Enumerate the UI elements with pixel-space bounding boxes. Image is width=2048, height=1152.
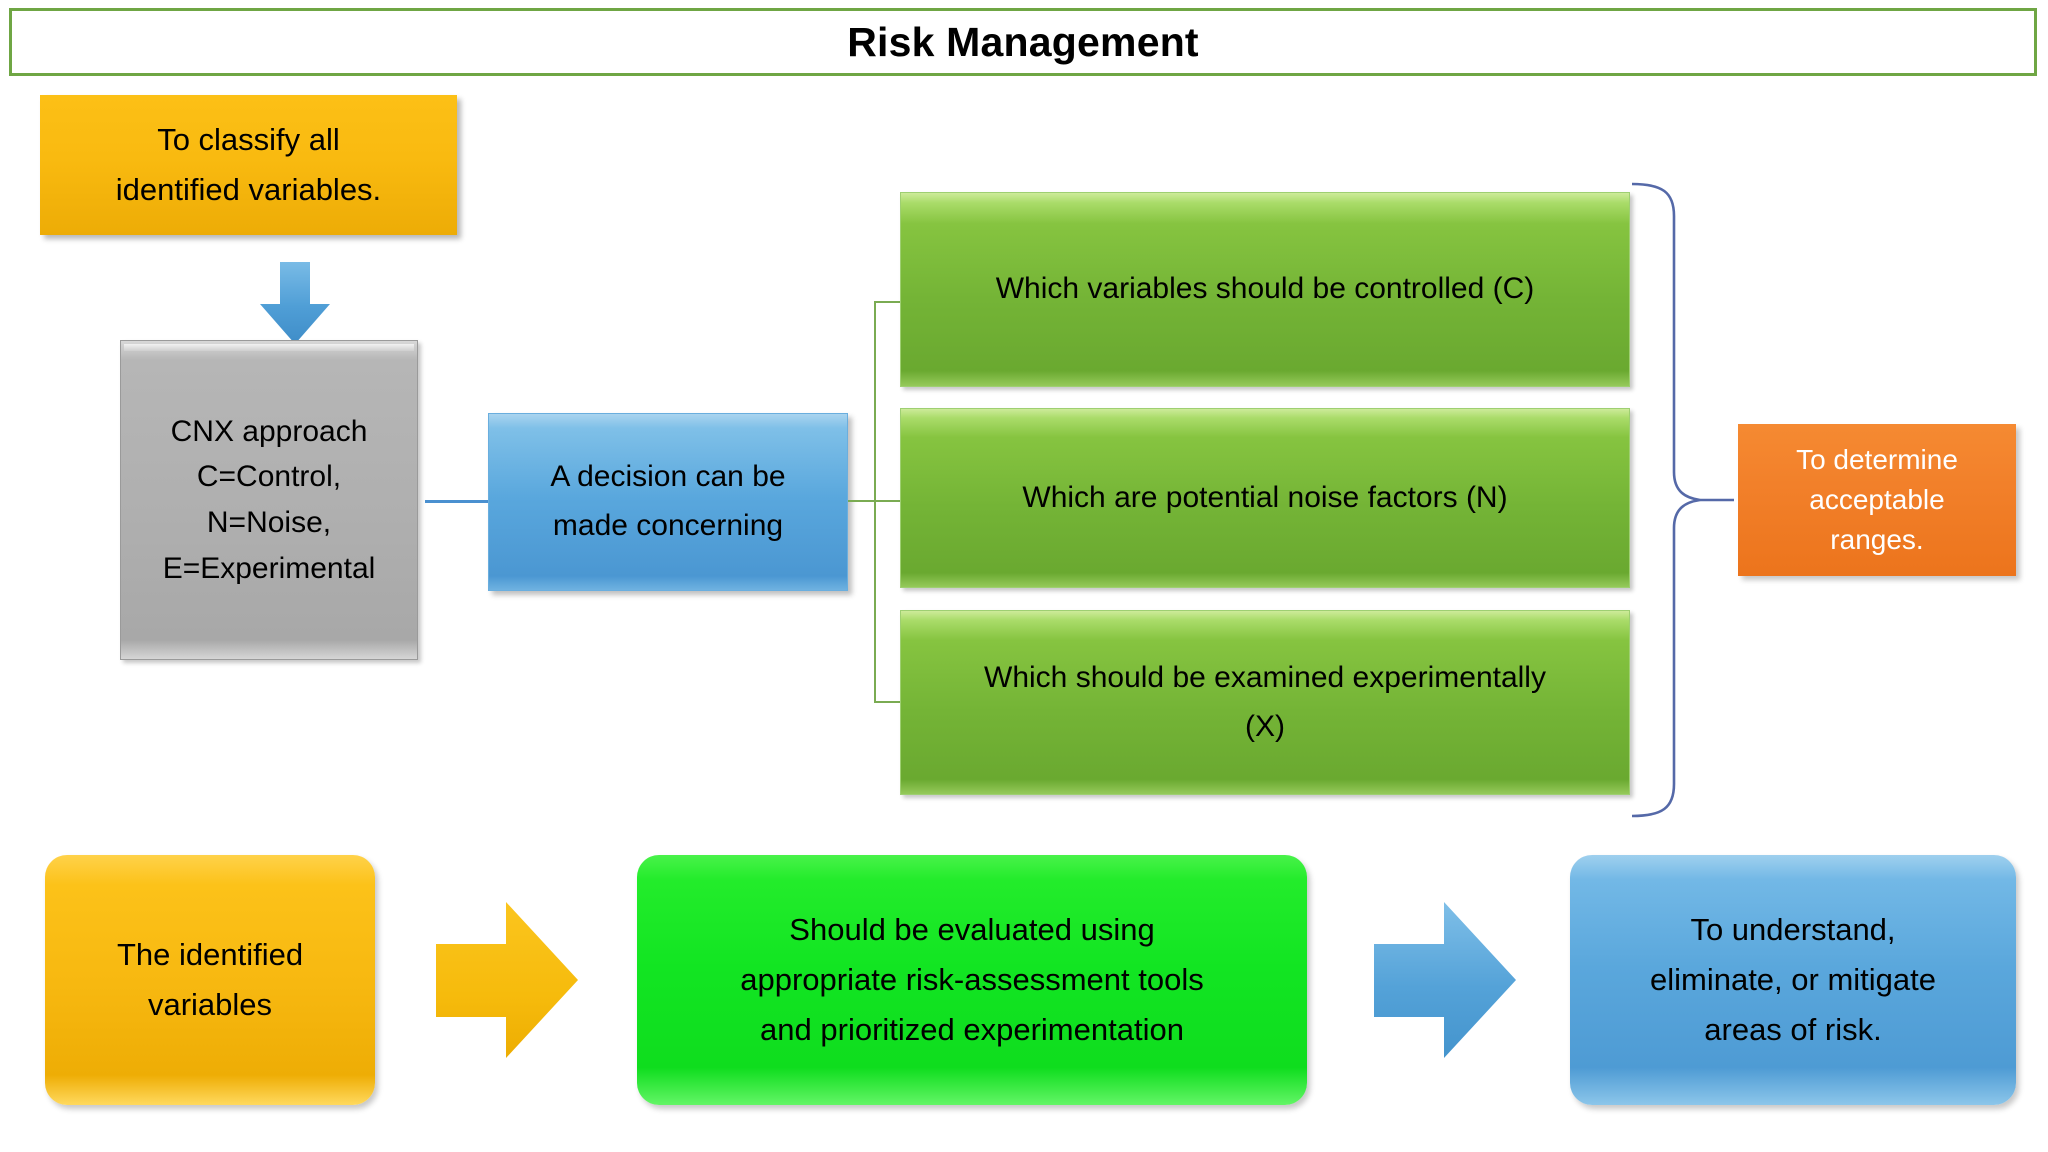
understand-line-3: areas of risk.: [1704, 1012, 1882, 1048]
cnx-line-2: C=Control,: [196, 460, 342, 494]
understand-line-1: To understand,: [1690, 911, 1896, 947]
decision-line-2: made concerning: [552, 509, 784, 542]
option-box-controlled: Which variables should be controlled (C): [900, 192, 1630, 387]
classify-line-2: identified variables.: [115, 172, 382, 207]
evaluate-line-3: and prioritized experimentation: [760, 1012, 1184, 1048]
arrow-right-icon-2: [1374, 902, 1516, 1058]
option-3-line-1: Which should be examined experimentally: [984, 660, 1546, 694]
identified-line-2: variables: [147, 987, 273, 1022]
option-box-noise: Which are potential noise factors (N): [900, 408, 1630, 588]
connector-decision-stub: [848, 500, 880, 502]
decision-line-1: A decision can be: [550, 460, 786, 494]
outcome-line-3: ranges.: [1830, 523, 1924, 555]
evaluate-tools-box: Should be evaluated using appropriate ri…: [637, 855, 1307, 1105]
understand-line-2: eliminate, or mitigate: [1649, 961, 1936, 997]
cnx-line-3: N=Noise,: [206, 506, 332, 539]
classify-variables-box: To classify all identified variables.: [40, 95, 457, 235]
arrow-down-icon: [260, 262, 330, 344]
connector-branch-bottom: [874, 701, 902, 703]
option-2-line-1: Which are potential noise factors (N): [1022, 480, 1508, 514]
outcome-line-1: To determine: [1796, 444, 1958, 476]
option-3-line-2: (X): [1245, 709, 1285, 743]
cnx-line-1: CNX approach: [170, 414, 368, 448]
identified-line-1: The identified: [116, 936, 304, 972]
evaluate-line-1: Should be evaluated using: [789, 911, 1155, 947]
cnx-approach-box: CNX approach C=Control, N=Noise, E=Exper…: [120, 340, 418, 660]
connector-branch-top: [874, 301, 902, 303]
connector-cnx-to-decision: [425, 500, 488, 503]
page-title: Risk Management: [847, 18, 1199, 65]
connector-tree-trunk: [874, 301, 876, 703]
understand-risk-box: To understand, eliminate, or mitigate ar…: [1570, 855, 2016, 1105]
acceptable-ranges-box: To determine acceptable ranges.: [1738, 424, 2016, 576]
connector-branch-middle: [874, 500, 902, 502]
right-brace-bracket: [1631, 182, 1734, 818]
identified-variables-box: The identified variables: [45, 855, 375, 1105]
evaluate-line-2: appropriate risk-assessment tools: [740, 961, 1204, 997]
option-1-line-1: Which variables should be controlled (C): [995, 272, 1535, 306]
decision-box: A decision can be made concerning: [488, 413, 848, 591]
option-box-experimental: Which should be examined experimentally …: [900, 610, 1630, 795]
page-title-box: Risk Management: [9, 8, 2037, 76]
outcome-line-2: acceptable: [1809, 484, 1945, 516]
classify-line-1: To classify all: [157, 121, 340, 157]
arrow-right-icon-1: [436, 902, 578, 1058]
cnx-line-4: E=Experimental: [162, 551, 376, 585]
